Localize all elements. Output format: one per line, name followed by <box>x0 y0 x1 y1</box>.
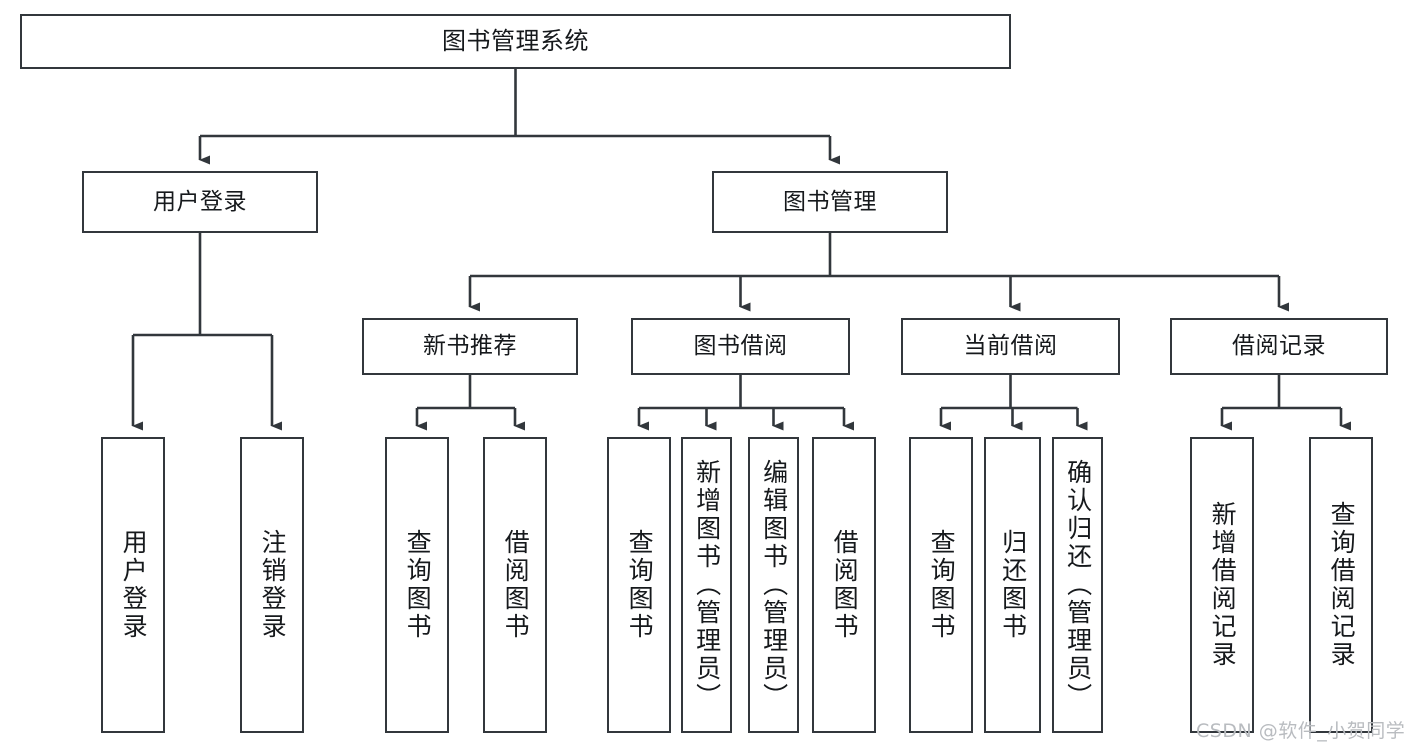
node-root[interactable]: 图书管理系统 <box>20 14 1011 69</box>
node-leaf-query-rec[interactable]: 查询借阅记录 <box>1309 437 1373 733</box>
node-label-leaf-add-rec: 新增借阅记录 <box>1208 501 1238 669</box>
node-leaf-query-2[interactable]: 查询图书 <box>607 437 671 733</box>
node-leaf-query-3[interactable]: 查询图书 <box>909 437 973 733</box>
node-leaf-edit-book[interactable]: 编辑图书（管理员） <box>748 437 799 733</box>
node-label-leaf-edit-book: 编辑图书（管理员） <box>759 459 789 711</box>
node-leaf-logout[interactable]: 注销登录 <box>240 437 304 733</box>
node-leaf-query-1[interactable]: 查询图书 <box>385 437 449 733</box>
node-label-leaf-borrow-1: 借阅图书 <box>501 529 531 641</box>
node-label-leaf-query-1: 查询图书 <box>403 529 433 641</box>
node-leaf-confirm[interactable]: 确认归还（管理员） <box>1052 437 1103 733</box>
node-current-borrow[interactable]: 当前借阅 <box>901 318 1120 375</box>
node-label-current-borrow: 当前借阅 <box>963 333 1058 360</box>
node-label-leaf-return: 归还图书 <box>998 529 1028 641</box>
node-label-root: 图书管理系统 <box>442 26 589 55</box>
node-leaf-borrow-2[interactable]: 借阅图书 <box>812 437 876 733</box>
node-label-leaf-logout: 注销登录 <box>258 529 288 641</box>
node-book-borrow[interactable]: 图书借阅 <box>631 318 850 375</box>
node-label-leaf-user-login: 用户登录 <box>119 529 149 641</box>
node-new-book-rec[interactable]: 新书推荐 <box>362 318 578 375</box>
node-label-leaf-query-3: 查询图书 <box>927 529 957 641</box>
node-user-login[interactable]: 用户登录 <box>82 171 318 233</box>
node-label-new-book-rec: 新书推荐 <box>423 333 517 360</box>
node-label-leaf-query-2: 查询图书 <box>625 529 655 641</box>
csdn-watermark: CSDN @软件_小贺同学 <box>1196 720 1405 742</box>
node-label-leaf-borrow-2: 借阅图书 <box>830 529 860 641</box>
node-leaf-return[interactable]: 归还图书 <box>984 437 1041 733</box>
node-label-book-borrow: 图书借阅 <box>693 333 788 360</box>
node-leaf-add-rec[interactable]: 新增借阅记录 <box>1190 437 1254 733</box>
node-label-borrow-record: 借阅记录 <box>1232 333 1326 360</box>
node-leaf-borrow-1[interactable]: 借阅图书 <box>483 437 547 733</box>
node-label-leaf-query-rec: 查询借阅记录 <box>1327 501 1357 669</box>
node-leaf-user-login[interactable]: 用户登录 <box>101 437 165 733</box>
node-book-manage[interactable]: 图书管理 <box>712 171 948 233</box>
node-label-leaf-confirm: 确认归还（管理员） <box>1063 459 1093 711</box>
node-leaf-add-book[interactable]: 新增图书（管理员） <box>681 437 732 733</box>
node-label-user-login: 用户登录 <box>153 188 247 215</box>
node-label-book-manage: 图书管理 <box>783 188 877 215</box>
node-label-leaf-add-book: 新增图书（管理员） <box>692 459 722 711</box>
node-borrow-record[interactable]: 借阅记录 <box>1170 318 1388 375</box>
